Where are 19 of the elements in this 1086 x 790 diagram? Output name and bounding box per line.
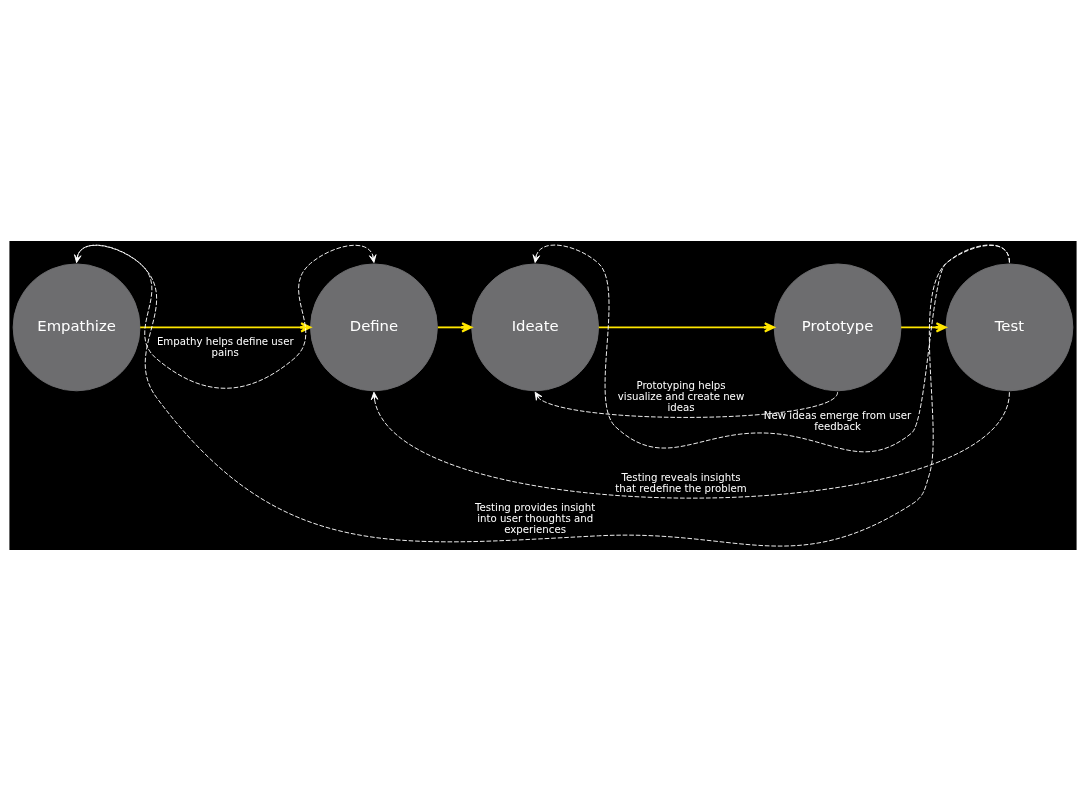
arrow [534,391,839,418]
node-circle: Empathize [12,262,141,391]
node-circle: Test [945,262,1074,391]
arrow [532,244,1010,452]
node-circle: Ideate [471,262,600,391]
edge-label: Prototyping helps visualize and create new ideas [617,379,745,413]
node-circle: Prototype [773,262,902,391]
arrow [74,244,1010,546]
arrow [139,321,312,332]
arrow [370,391,1010,499]
arrow [76,244,377,389]
edge-label: New ideas emerge from user feedback [763,409,912,432]
arrow [597,321,775,332]
edge-label: Empathy helps define user pains [156,335,294,358]
arrow [436,321,473,332]
edge-label: Testing reveals insights that redefine the problem [615,471,747,494]
edge-label: Testing provides insight into user thoughts and experiences [475,501,596,535]
node-circle: Define [310,262,438,391]
arrow [900,321,947,332]
